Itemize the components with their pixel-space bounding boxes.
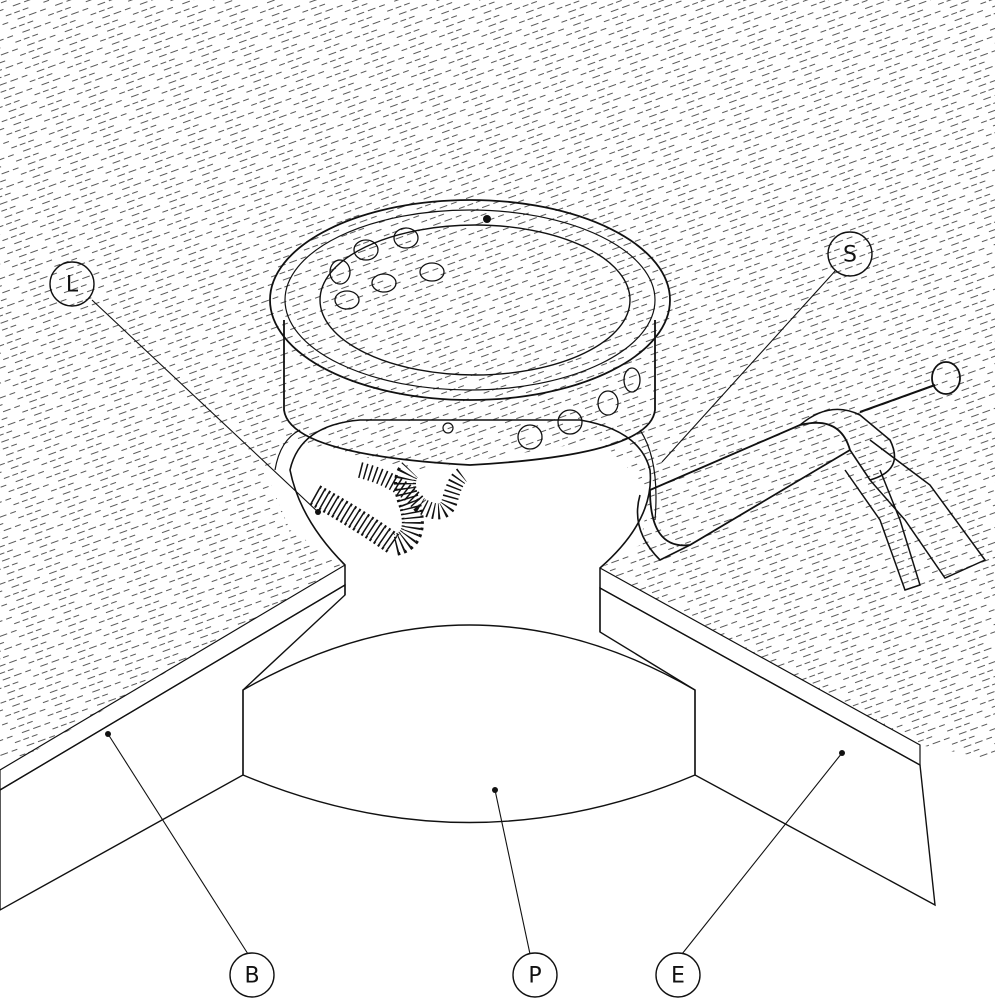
callout-B: B	[229, 952, 275, 998]
leader-P	[494, 789, 531, 955]
sealant-gun	[636, 361, 987, 591]
leader-B	[107, 733, 249, 955]
callout-label-P: P	[528, 964, 541, 989]
floor-box	[269, 199, 671, 466]
floor-opening	[274, 419, 657, 569]
callout-L: L	[49, 261, 95, 307]
concrete-slab	[0, 565, 936, 911]
callout-S: S	[827, 231, 873, 277]
callout-label-E: E	[671, 964, 685, 989]
floor-surface	[0, 0, 995, 791]
leader-S	[661, 269, 837, 463]
callout-label-S: S	[843, 243, 857, 268]
knockouts	[329, 215, 641, 450]
callout-label-L: L	[66, 273, 79, 298]
corrugated-conduits	[309, 462, 468, 557]
callout-E: E	[655, 952, 701, 998]
callout-label-B: B	[244, 964, 259, 989]
callout-P: P	[512, 952, 558, 998]
leader-E	[681, 752, 843, 955]
leader-L	[91, 299, 319, 513]
leader-lines	[91, 269, 845, 955]
